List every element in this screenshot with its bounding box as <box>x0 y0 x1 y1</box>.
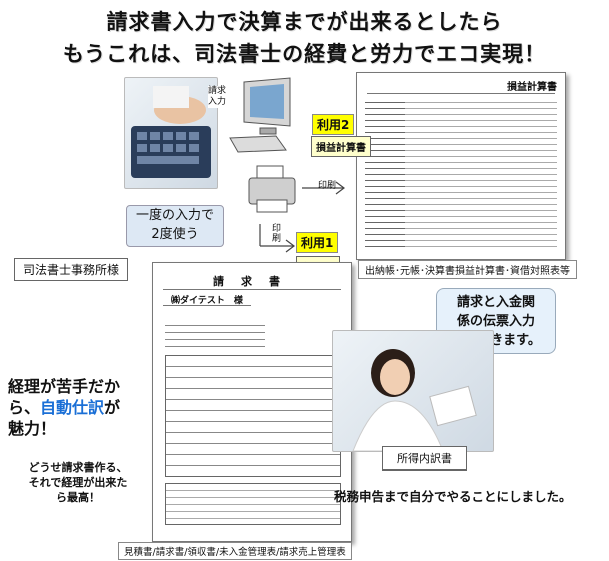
invoice-table <box>165 355 341 477</box>
office-label: 司法書士事務所様 <box>14 258 129 281</box>
down-arrow-icon <box>259 224 295 253</box>
usage2-sub: 損益計算書 <box>311 136 371 157</box>
printer-icon <box>248 165 296 213</box>
headline-line-2: もうこれは、司法書士の経費と労力でエコ実現！ <box>62 42 547 66</box>
headline-line-1: 請求書入力で決算までが出来るとしたら <box>106 10 503 34</box>
left-promo-highlight: 自動仕訳 <box>40 398 105 417</box>
left-promo-line3: 魅力！ <box>8 419 57 438</box>
arrows-icon <box>302 181 345 195</box>
invoice-client: ㈱ダイテスト 様 <box>171 296 243 306</box>
print-label-vertical: 印 刷 <box>272 224 282 244</box>
usage2-tag: 利用2 <box>312 114 355 135</box>
ledger-document: 損益計算書 <box>356 72 566 260</box>
left-promo-line1: 経理が苦手だか <box>8 377 121 396</box>
invoice-document: 請 求 書 ㈱ダイテスト 様 <box>152 262 352 542</box>
ledger-caption: 出納帳･元帳･決算書損益計算書･資借対照表等 <box>358 260 577 279</box>
left-promo-line2-prefix: ら、 <box>8 398 41 417</box>
left-small-text: どうせ請求書作る、 それで経理が出来た ら最高！ <box>28 461 128 504</box>
computer-note: 請求 入力 <box>208 86 234 108</box>
invoice-caption: 見積書/請求書/領収書/未入金管理表/請求売上管理表 <box>118 542 352 560</box>
keyboard-hand-icon <box>131 86 211 178</box>
left-promo-line2-suffix: が <box>104 398 121 417</box>
ledger-title: 損益計算書 <box>507 82 557 93</box>
tax-note: 税務申告まで自分でやることにしました。 <box>334 489 572 504</box>
income-tag: 所得内訳書 <box>382 446 467 471</box>
printer-note: 一度の入力で 2度使う <box>126 205 224 247</box>
monitor-icon <box>229 77 291 153</box>
usage1-tag: 利用1 <box>296 232 339 253</box>
left-promo-line2: ら、自動仕訳が <box>8 397 148 418</box>
woman-photo <box>332 330 494 452</box>
keyboard-photo <box>124 77 218 189</box>
ledger-rows <box>365 97 557 251</box>
woman-icon <box>352 349 477 451</box>
invoice-title: 請 求 書 <box>213 275 283 288</box>
left-promo: 経理が苦手だか ら、自動仕訳が 魅力！ <box>8 376 148 439</box>
print-label: 印刷 <box>318 181 337 191</box>
